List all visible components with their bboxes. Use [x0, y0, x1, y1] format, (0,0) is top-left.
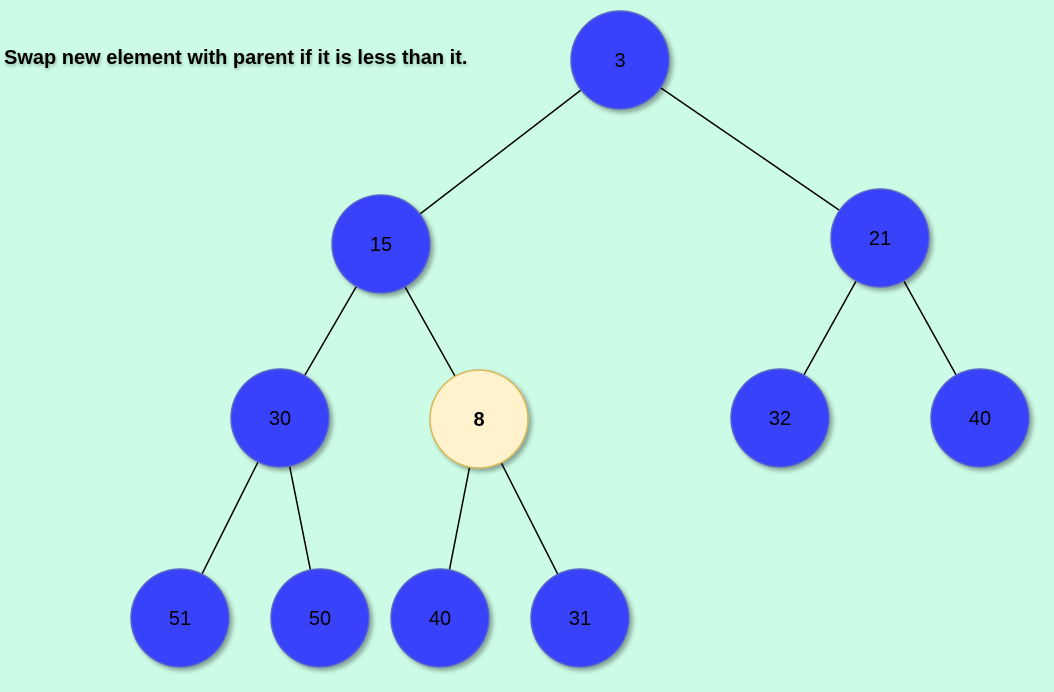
node-label: 32 — [769, 408, 791, 430]
node-circle — [390, 568, 490, 668]
node-circle — [429, 369, 529, 469]
node-circle — [730, 368, 830, 468]
heap-node: 40 — [930, 368, 1030, 468]
node-label: 51 — [169, 608, 191, 630]
node-circle — [830, 188, 930, 288]
node-label: 8 — [473, 409, 484, 431]
node-circle — [130, 568, 230, 668]
heap-node: 3 — [570, 10, 670, 110]
tree-edge — [303, 286, 358, 376]
heap-node: 40 — [390, 568, 490, 668]
node-circle — [570, 10, 670, 110]
heap-node: 15 — [331, 194, 431, 294]
heap-node: 21 — [830, 188, 930, 288]
new-element-node: 8 — [429, 369, 529, 469]
node-circle — [331, 194, 431, 294]
tree-edges — [201, 87, 957, 575]
node-label: 21 — [869, 228, 891, 250]
tree-edge — [419, 89, 582, 215]
heap-node: 31 — [530, 568, 630, 668]
tree-edge — [404, 286, 456, 377]
node-label: 3 — [614, 50, 625, 72]
node-label: 40 — [969, 408, 991, 430]
tree-edge — [903, 280, 957, 376]
node-label: 31 — [569, 608, 591, 630]
heap-node: 51 — [130, 568, 230, 668]
tree-edge — [500, 462, 559, 575]
tree-edge — [201, 461, 259, 575]
tree-edge — [803, 280, 857, 376]
node-label: 30 — [269, 408, 291, 430]
node-circle — [530, 568, 630, 668]
node-label: 15 — [370, 234, 392, 256]
caption-text: Swap new element with parent if it is le… — [4, 47, 468, 69]
heap-node: 50 — [270, 568, 370, 668]
tree-edge — [660, 87, 840, 211]
tree-edge — [288, 465, 312, 571]
tree-nodes: 3 15 21 30 8 32 40 51 50 40 31 — [130, 10, 1030, 668]
node-circle — [270, 568, 370, 668]
tree-edge — [448, 466, 471, 571]
node-circle — [930, 368, 1030, 468]
node-label: 50 — [309, 608, 331, 630]
node-circle — [230, 368, 330, 468]
heap-node: 30 — [230, 368, 330, 468]
heap-node: 32 — [730, 368, 830, 468]
node-label: 40 — [429, 608, 451, 630]
